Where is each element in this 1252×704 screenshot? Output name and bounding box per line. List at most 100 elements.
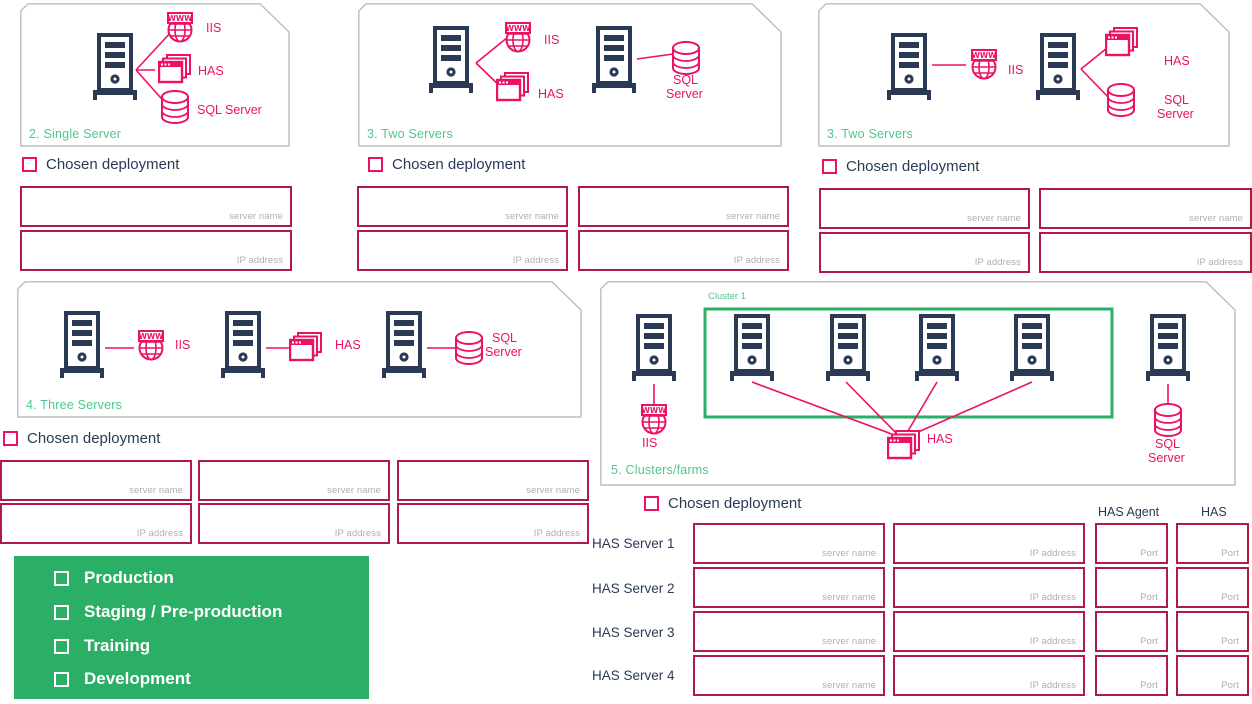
has-ip-address-input-4[interactable]: IP address	[893, 655, 1085, 696]
chosen-deployment-label: Chosen deployment	[27, 430, 161, 447]
icon-label-server: Server	[666, 87, 703, 101]
has-port-input-4[interactable]: Port	[1176, 655, 1249, 696]
checkbox-icon[interactable]	[368, 157, 383, 172]
has-port-input-3[interactable]: Port	[1176, 611, 1249, 652]
environment-item-training[interactable]: Training	[54, 636, 150, 656]
checkbox-icon[interactable]	[54, 638, 69, 654]
chosen-deployment-checkbox-row-4[interactable]: Chosen deployment	[3, 430, 160, 447]
placeholder-text: server name	[1189, 213, 1243, 224]
has-ip-address-input-2[interactable]: IP address	[893, 567, 1085, 608]
placeholder-text: IP address	[533, 528, 580, 539]
checkbox-icon[interactable]	[54, 570, 69, 586]
chosen-deployment-checkbox-row-2[interactable]: Chosen deployment	[368, 156, 525, 173]
chosen-deployment-checkbox-row-5[interactable]: Chosen deployment	[644, 495, 801, 512]
placeholder-text: server name	[967, 213, 1021, 224]
has-agent-port-input-4[interactable]: Port	[1095, 655, 1168, 696]
panel-two-servers-b: IIS HAS SQL Server 3. Two Servers	[818, 3, 1230, 147]
placeholder-text: Port	[1221, 636, 1239, 647]
placeholder-text: server name	[526, 485, 580, 496]
placeholder-text: IP address	[236, 255, 283, 266]
has-ip-address-input-1[interactable]: IP address	[893, 523, 1085, 564]
ip-address-input-3b[interactable]: IP address	[1039, 232, 1252, 273]
has-server-name-input-4[interactable]: server name	[693, 655, 885, 696]
panel-title: 3. Two Servers	[367, 127, 453, 141]
server-name-input-2b[interactable]: server name	[578, 186, 789, 227]
placeholder-text: server name	[327, 485, 381, 496]
column-header-has-agent: HAS Agent	[1098, 505, 1160, 519]
environment-item-development[interactable]: Development	[54, 669, 191, 689]
placeholder-text: IP address	[1029, 548, 1076, 559]
environment-item-staging[interactable]: Staging / Pre-production	[54, 602, 282, 622]
server-name-input-3a[interactable]: server name	[819, 188, 1030, 229]
placeholder-text: Port	[1140, 636, 1158, 647]
icon-label-iis: IIS	[175, 338, 191, 352]
placeholder-text: server name	[822, 592, 876, 603]
icon-label-server: Server	[1157, 107, 1194, 121]
server-name-input-1[interactable]: server name	[20, 186, 292, 227]
panel-single-server: IIS HAS SQL Server 2. Single Server	[20, 3, 290, 147]
chosen-deployment-checkbox-row-3[interactable]: Chosen deployment	[822, 158, 979, 175]
ip-address-input-1[interactable]: IP address	[20, 230, 292, 271]
placeholder-text: Port	[1140, 680, 1158, 691]
icon-label-sql-server: SQL Server	[197, 103, 262, 117]
has-server-name-input-3[interactable]: server name	[693, 611, 885, 652]
checkbox-icon[interactable]	[822, 159, 837, 174]
panel-title: 3. Two Servers	[827, 127, 913, 141]
placeholder-text: Port	[1221, 548, 1239, 559]
placeholder-text: server name	[822, 680, 876, 691]
environment-label: Staging / Pre-production	[84, 602, 283, 621]
icon-label-has: HAS	[1164, 54, 1190, 68]
placeholder-text: server name	[505, 211, 559, 222]
placeholder-text: Port	[1221, 592, 1239, 603]
panel-title: 4. Three Servers	[26, 398, 123, 412]
environment-selection-box: Production Staging / Pre-production Trai…	[14, 556, 369, 699]
ip-address-input-3a[interactable]: IP address	[819, 232, 1030, 273]
ip-address-input-2a[interactable]: IP address	[357, 230, 568, 271]
placeholder-text: IP address	[1029, 592, 1076, 603]
ip-address-input-2b[interactable]: IP address	[578, 230, 789, 271]
placeholder-text: IP address	[334, 528, 381, 539]
checkbox-icon[interactable]	[54, 604, 69, 620]
ip-address-input-4c[interactable]: IP address	[397, 503, 589, 544]
server-name-input-4a[interactable]: server name	[0, 460, 192, 501]
server-name-input-4b[interactable]: server name	[198, 460, 390, 501]
has-port-input-1[interactable]: Port	[1176, 523, 1249, 564]
has-ip-address-input-3[interactable]: IP address	[893, 611, 1085, 652]
checkbox-icon[interactable]	[22, 157, 37, 172]
chosen-deployment-checkbox-row-1[interactable]: Chosen deployment	[22, 156, 179, 173]
server-name-input-4c[interactable]: server name	[397, 460, 589, 501]
checkbox-icon[interactable]	[3, 431, 18, 446]
panel-outline	[20, 3, 290, 147]
panel-two-servers-a: IIS HAS SQL Server 3. Two Servers	[358, 3, 782, 147]
server-name-input-3b[interactable]: server name	[1039, 188, 1252, 229]
icon-label-sql: SQL	[1155, 437, 1181, 451]
placeholder-text: server name	[822, 548, 876, 559]
panel-diagram-two-servers-b	[886, 26, 1139, 117]
placeholder-text: server name	[229, 211, 283, 222]
ip-address-input-4a[interactable]: IP address	[0, 503, 192, 544]
icon-label-has: HAS	[335, 338, 361, 352]
chosen-deployment-label: Chosen deployment	[668, 495, 802, 512]
checkbox-icon[interactable]	[54, 671, 69, 687]
cluster-label: Cluster 1	[708, 291, 747, 302]
server-name-input-2a[interactable]: server name	[357, 186, 568, 227]
has-port-input-2[interactable]: Port	[1176, 567, 1249, 608]
icon-label-server: Server	[1148, 451, 1185, 465]
has-agent-port-input-2[interactable]: Port	[1095, 567, 1168, 608]
has-server-name-input-1[interactable]: server name	[693, 523, 885, 564]
placeholder-text: Port	[1140, 592, 1158, 603]
ip-address-input-4b[interactable]: IP address	[198, 503, 390, 544]
environment-item-production[interactable]: Production	[54, 568, 174, 588]
icon-label-iis: IIS	[206, 21, 222, 35]
checkbox-icon[interactable]	[644, 496, 659, 511]
panel-three-servers: IIS HAS SQL Server 4. Three Servers	[17, 281, 582, 418]
has-agent-port-input-1[interactable]: Port	[1095, 523, 1168, 564]
placeholder-text: IP address	[974, 257, 1021, 268]
has-agent-port-input-3[interactable]: Port	[1095, 611, 1168, 652]
has-server-row-label-2: HAS Server 2	[592, 581, 675, 596]
placeholder-text: IP address	[512, 255, 559, 266]
has-server-name-input-2[interactable]: server name	[693, 567, 885, 608]
environment-label: Training	[84, 636, 151, 655]
icon-label-server: Server	[485, 345, 522, 359]
